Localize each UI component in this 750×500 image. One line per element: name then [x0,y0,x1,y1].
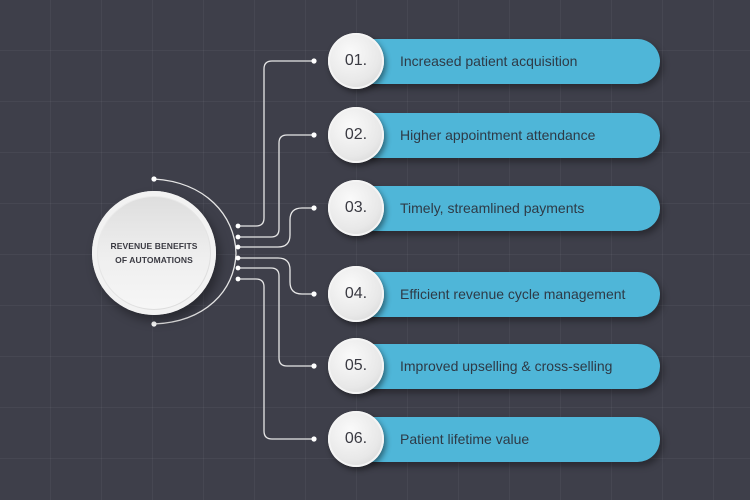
benefit-number: 03. [328,180,384,236]
hub-arc [153,178,237,325]
connector-02 [238,134,314,238]
connector-01 [238,60,314,227]
connector-05 [238,267,314,367]
benefit-item-06: Patient lifetime value 06. [328,411,660,467]
connector-dot [311,363,317,369]
connector-dot [235,255,241,261]
benefit-pill: Timely, streamlined payments [368,186,660,231]
benefit-item-05: Improved upselling & cross-selling 05. [328,338,660,394]
benefit-pill: Patient lifetime value [368,417,660,462]
connector-dot [311,205,317,211]
benefit-label: Increased patient acquisition [400,53,578,69]
benefit-label: Improved upselling & cross-selling [400,358,613,374]
benefit-number: 06. [328,411,384,467]
connector-04 [238,257,314,295]
connector-06 [238,278,314,440]
connector-dot [235,223,241,229]
benefit-pill: Efficient revenue cycle management [368,272,660,317]
hub-label: REVENUE BENEFITS OF AUTOMATIONS [98,197,210,309]
benefit-number: 05. [328,338,384,394]
connector-03 [238,207,314,248]
benefit-item-03: Timely, streamlined payments 03. [328,180,660,236]
connector-dot [235,234,241,240]
benefit-number: 02. [328,107,384,163]
benefit-item-02: Higher appointment attendance 02. [328,107,660,163]
connector-dot [235,265,241,271]
benefit-pill: Higher appointment attendance [368,113,660,158]
benefit-number: 04. [328,266,384,322]
benefit-item-01: Increased patient acquisition 01. [328,33,660,89]
connector-dot [311,58,317,64]
benefit-pill: Improved upselling & cross-selling [368,344,660,389]
benefit-item-04: Efficient revenue cycle management 04. [328,266,660,322]
benefit-number: 01. [328,33,384,89]
benefit-label: Timely, streamlined payments [400,200,585,216]
connector-dot [235,244,241,250]
connector-dot [311,291,317,297]
central-hub: REVENUE BENEFITS OF AUTOMATIONS [92,191,216,315]
benefit-label: Efficient revenue cycle management [400,286,626,302]
connector-dot [151,321,157,327]
benefit-pill: Increased patient acquisition [368,39,660,84]
connector-dot [235,276,241,282]
hub-title-line-1: REVENUE BENEFITS [110,241,198,251]
connector-dot [311,132,317,138]
benefit-label: Higher appointment attendance [400,127,596,143]
hub-title-line-2: OF AUTOMATIONS [115,255,193,265]
benefit-label: Patient lifetime value [400,431,530,447]
connector-dot [151,176,157,182]
connector-dot [311,436,317,442]
